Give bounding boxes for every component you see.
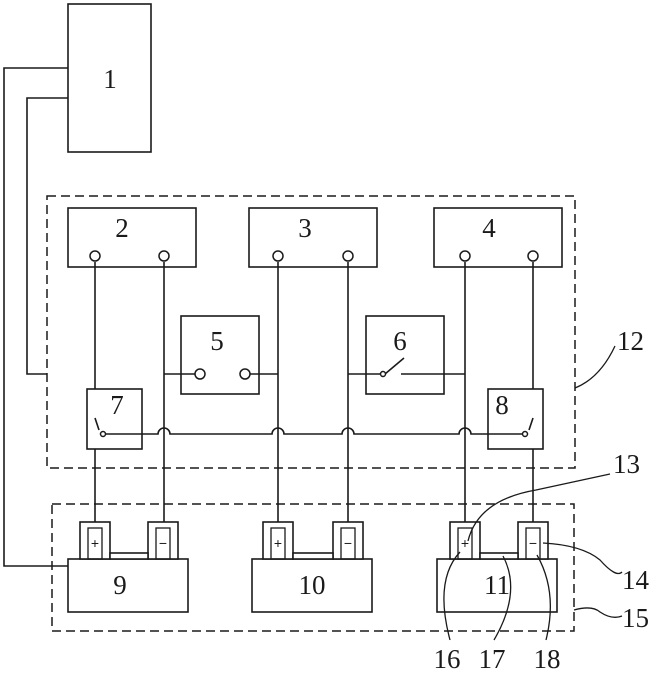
label-6: 6: [393, 326, 407, 356]
switch-5-contact-right: [239, 368, 251, 380]
battery-10-plus-inner: [270, 527, 286, 560]
label-15: 15: [622, 603, 649, 633]
label-4: 4: [482, 213, 496, 243]
source-box-2: [67, 207, 197, 268]
leader-14: [542, 542, 623, 575]
terminal-3a: [272, 250, 284, 262]
label-13: 13: [613, 449, 640, 479]
switch-6-pivot: [379, 370, 387, 378]
wire-controller-to-battery: [3, 67, 68, 567]
battery-box-11: [436, 558, 558, 613]
battery-9-minus-sign: −: [159, 535, 167, 551]
battery-11-plus-sign: +: [461, 535, 469, 551]
battery-11-strap: [479, 552, 519, 560]
relay-8-blade: [528, 417, 534, 431]
battery-10-minus-inner: [340, 527, 356, 560]
terminal-2b: [158, 250, 170, 262]
battery-9-strap: [109, 552, 149, 560]
battery-11-minus-inner: [525, 527, 541, 560]
terminal-4b: [527, 250, 539, 262]
label-1: 1: [103, 64, 117, 94]
source-box-4: [433, 207, 563, 268]
battery-9-minus-inner: [155, 527, 171, 560]
label-2: 2: [115, 213, 129, 243]
relay-7-blade: [94, 417, 100, 431]
label-16: 16: [434, 644, 461, 674]
battery-9-plus-sign: +: [91, 535, 99, 551]
battery-10-minus-post: [332, 521, 364, 560]
battery-box-9: [67, 558, 189, 613]
label-12: 12: [617, 326, 644, 356]
label-18: 18: [534, 644, 561, 674]
relay-link-wire: [106, 427, 522, 435]
leader-15: [573, 607, 623, 618]
terminal-4a: [459, 250, 471, 262]
label-10: 10: [299, 570, 326, 600]
source-box-3: [248, 207, 378, 268]
battery-11-plus-inner: [457, 527, 473, 560]
leader-12: [574, 345, 616, 389]
label-5: 5: [210, 326, 224, 356]
switch-box-6: [365, 315, 445, 395]
switch-box-5: [180, 315, 260, 395]
battery-11-minus-sign: −: [529, 535, 537, 551]
battery-9-plus-inner: [87, 527, 103, 560]
switch-6-blade: [384, 357, 405, 375]
terminal-2a: [89, 250, 101, 262]
battery-10-plus-sign: +: [274, 535, 282, 551]
label-3: 3: [298, 213, 312, 243]
battery-enclosure: [51, 503, 575, 632]
leader-17: [493, 555, 512, 641]
terminal-3b: [342, 250, 354, 262]
relay-box-8: [487, 388, 544, 450]
wire-controller-to-switch-module: [26, 97, 68, 375]
battery-10-strap: [292, 552, 334, 560]
switch-module-enclosure: [46, 195, 576, 469]
relay-8-contact: [521, 430, 529, 438]
label-17: 17: [479, 644, 506, 674]
label-11: 11: [484, 570, 510, 600]
label-7: 7: [110, 390, 124, 420]
battery-box-10: [251, 558, 373, 613]
switch-5-contact-left: [194, 368, 206, 380]
battery-10-minus-sign: −: [344, 535, 352, 551]
relay-7-contact: [99, 430, 107, 438]
controller-box: [67, 3, 152, 153]
leader-13: [467, 473, 611, 542]
leader-18: [536, 554, 551, 641]
label-9: 9: [113, 570, 127, 600]
leader-16: [443, 551, 461, 641]
label-14: 14: [622, 565, 650, 595]
label-8: 8: [495, 390, 509, 420]
